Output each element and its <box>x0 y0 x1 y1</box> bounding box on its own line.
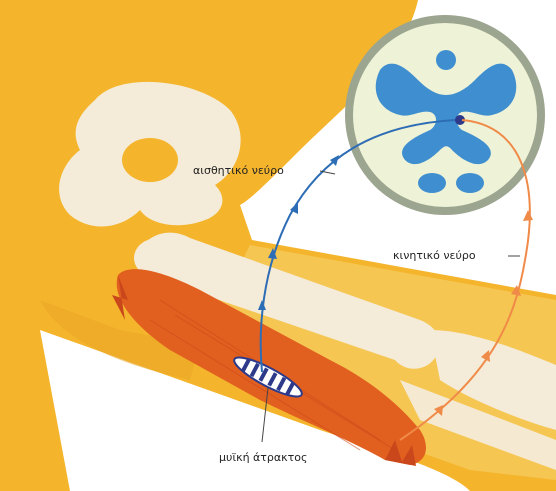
sensory-nerve-label: αισθητικό νεύρο <box>193 164 284 177</box>
motor-nerve-label: κινητικό νεύρο <box>393 249 476 262</box>
grey-matter-horn-right <box>456 173 484 193</box>
pelvis-hole <box>122 138 178 182</box>
knee-joint-ball <box>506 386 534 414</box>
dorsal-column <box>436 50 456 70</box>
muscle-spindle-label: μυϊκή άτρακτος <box>219 451 307 464</box>
spinal-cord-cross-section <box>345 15 545 215</box>
grey-matter-horn-left <box>418 173 446 193</box>
